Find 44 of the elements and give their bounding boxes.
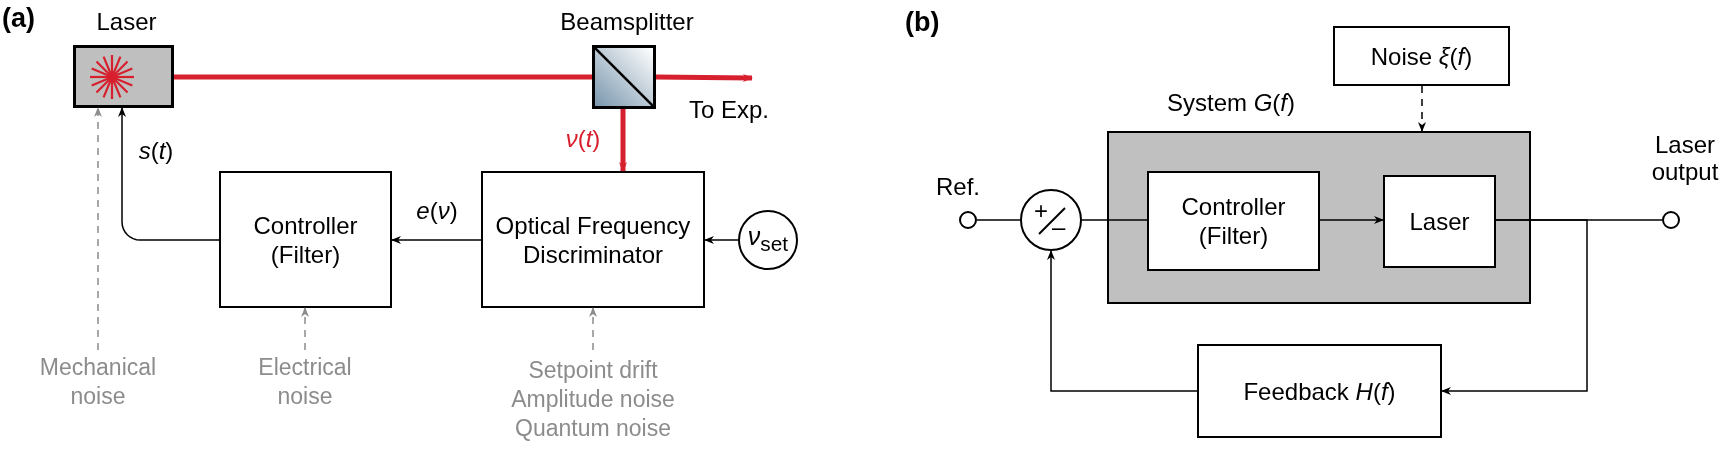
heading-label: System G(f): [1166, 89, 1296, 116]
arrow: [1319, 216, 1384, 224]
dashed-arrow: [589, 307, 597, 351]
box-label: Controller (Filter): [252, 210, 359, 269]
laser-beam: [655, 73, 753, 82]
process-box: [1147, 171, 1320, 271]
box-label: Noise ξ(f): [1370, 41, 1473, 71]
dashed-arrow: [301, 307, 309, 351]
plus-sign: +: [1034, 199, 1048, 223]
noise-label: Amplitude noise: [511, 384, 675, 414]
heading-label: Ref.: [935, 173, 981, 200]
arrow: [1047, 250, 1198, 392]
process-box: [1333, 26, 1510, 86]
laser-beam: [174, 74, 592, 80]
dashed-arrow: [1418, 85, 1426, 132]
laser-beam: [619, 109, 627, 172]
process-box: [1197, 344, 1442, 438]
output-label: To Exp.: [688, 95, 769, 124]
signal-line: [976, 219, 1021, 221]
box-label: Controller (Filter): [1180, 192, 1287, 250]
panel-label: (a): [2, 4, 35, 32]
heading-label: Laser: [95, 8, 158, 35]
setpoint-circle: [738, 210, 798, 270]
process-box: [481, 171, 705, 308]
panel-label: (b): [905, 8, 940, 36]
box-label: Laser: [1409, 207, 1470, 236]
process-box: [219, 171, 392, 308]
heading-label: Laser output: [1650, 131, 1720, 185]
arrow: [1441, 219, 1588, 395]
box-label: Feedback H(f): [1243, 376, 1396, 406]
signal-line: [1081, 219, 1148, 221]
noise-label: Electrical noise: [257, 353, 353, 411]
arrow: [391, 236, 482, 244]
arrow: [118, 107, 220, 241]
setpoint-label: ν$_{set}$: [747, 222, 789, 257]
minus-sign: –: [1052, 215, 1066, 239]
process-box: [1383, 175, 1496, 268]
heading-label: Beamsplitter: [559, 8, 695, 35]
box-label: Optical Frequency Discriminator: [494, 210, 692, 269]
noise-label: Mechanical noise: [38, 353, 158, 411]
noise-label: Quantum noise: [515, 413, 671, 443]
noise-label: Setpoint drift: [528, 355, 658, 385]
arrow: [704, 236, 739, 244]
dashed-arrow: [94, 107, 102, 351]
